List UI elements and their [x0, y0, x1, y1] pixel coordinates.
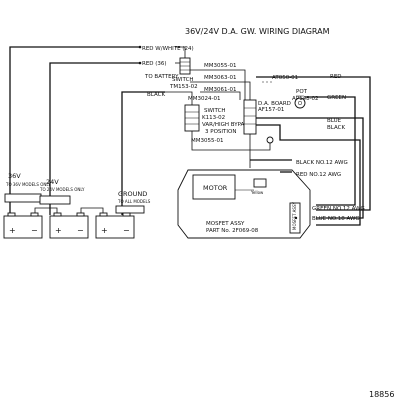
svg-text:Yellow: Yellow [250, 190, 264, 195]
motor-label: MOTOR [203, 184, 228, 192]
svg-text:POT: POT [296, 89, 308, 95]
svg-text:MOSFET ASSY: MOSFET ASSY [206, 221, 245, 227]
svg-text:36V: 36V [8, 172, 21, 180]
svg-text:TO 24V MODELS ONLY: TO 24V MODELS ONLY [39, 187, 85, 192]
label-mm3055-bottom: MM3055-01 [191, 138, 223, 144]
label-mm3063: MM3063-01 [204, 75, 236, 81]
svg-text:VAR/HIGH BYPASS: VAR/HIGH BYPASS [202, 122, 252, 128]
wire-label-to-battery: TO BATTERY [144, 74, 179, 80]
svg-text:AF157-01: AF157-01 [258, 107, 284, 113]
svg-text:+: + [9, 226, 16, 235]
svg-text:PART No. 2F069-08: PART No. 2F069-08 [206, 228, 259, 234]
wire-label-blue-18: BLUE NO.18 AWG [312, 216, 360, 222]
wire-label-red-white: RED W/WHITE (24) [142, 46, 194, 52]
wire-label-red-36: RED (36) [142, 61, 167, 67]
wire-label-black-right: BLACK [327, 125, 345, 131]
wire-label-black-12: BLACK NO.12 AWG [296, 160, 348, 166]
switch-k113: SWITCH K113-02 VAR/HIGH BYPASS 3 POSITIO… [184, 104, 252, 135]
mosfet-housing: MOTOR Yellow MOSFET ASSY MOSFET ASSY PAR… [177, 169, 311, 239]
svg-text:GROUND: GROUND [118, 190, 147, 198]
battery-2: + − [49, 212, 89, 239]
svg-text:TO ALL MODELS: TO ALL MODELS [117, 199, 151, 204]
svg-text:+: + [101, 226, 108, 235]
document-number: 18856 [369, 390, 394, 399]
svg-text:AP148-02: AP148-02 [292, 96, 319, 102]
label-at050: AT050-01 [272, 75, 298, 81]
battery-label-ground: GROUND TO ALL MODELS [115, 190, 151, 214]
svg-text:−: − [31, 226, 38, 235]
label-mm3055-top: MM3055-01 [204, 63, 236, 69]
wire-label-green: GREEN [327, 95, 346, 101]
svg-text:+: + [55, 226, 62, 235]
label-mm3061: MM3061-01 [204, 87, 236, 93]
svg-text:3 POSITION: 3 POSITION [205, 129, 236, 135]
da-board: D.A. BOARD AF157-01 [243, 99, 291, 135]
label-mm3024: MM3024-01 [188, 96, 220, 102]
battery-3: + − [95, 212, 135, 239]
svg-text:−: − [123, 226, 130, 235]
wire-label-blue: BLUE [327, 118, 342, 124]
wire-label-red-12: RED NO.12 AWG [296, 172, 341, 178]
battery-1: + − [3, 212, 43, 239]
svg-text:D.A. BOARD: D.A. BOARD [258, 101, 291, 107]
svg-text:SWITCH: SWITCH [172, 77, 194, 83]
wire-label-green-12: GREEN NO.12 AWG [312, 206, 365, 212]
svg-text:K113-02: K113-02 [202, 115, 225, 121]
battery-label-24v: 24V TO 24V MODELS ONLY [39, 178, 85, 205]
svg-text:TM153-02: TM153-02 [169, 84, 198, 90]
svg-text:TO 36V MODELS ONLY: TO 36V MODELS ONLY [5, 182, 51, 187]
svg-text:−: − [77, 226, 84, 235]
svg-text:24V: 24V [46, 178, 59, 186]
svg-text:SWITCH: SWITCH [204, 108, 226, 114]
diagram-title: 36V/24V D.A. GW. WIRING DIAGRAM [185, 27, 330, 36]
pot: POT AP148-02 [292, 89, 319, 109]
wire-label-black: BLACK [147, 92, 165, 98]
svg-text:MOSFET ASSY: MOSFET ASSY [292, 202, 297, 230]
